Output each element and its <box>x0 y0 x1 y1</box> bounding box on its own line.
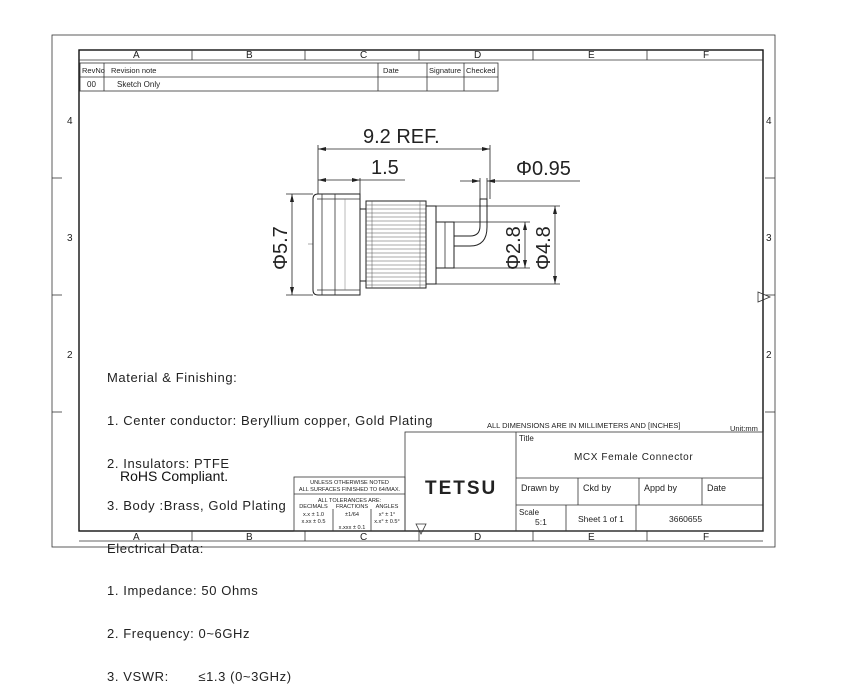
dim-inner-dia: Φ2.8 <box>503 226 525 270</box>
tol-line2: ALL SURFACES FINISHED TO 64/MAX. <box>299 487 401 493</box>
tol-line3: ALL TOLERANCES ARE: <box>318 498 382 504</box>
dimension-lines <box>286 145 580 296</box>
step-body <box>425 205 437 285</box>
tol-ang2: x.x° ± 0.5° <box>374 519 400 525</box>
row-label-3-right: 3 <box>766 233 772 244</box>
appd-by-label: Appd by <box>644 483 678 493</box>
col-label-f: F <box>703 50 709 61</box>
col-label-b-bottom: B <box>246 532 253 543</box>
knurled-body <box>365 200 427 289</box>
tol-dec3: x.xxx ± 0.1 <box>339 525 366 531</box>
sheet-count: Sheet 1 of 1 <box>578 514 624 524</box>
col-label-c-bottom: C <box>360 532 367 543</box>
rev-header-checked: Checked <box>466 66 496 75</box>
col-label-b: B <box>246 50 253 61</box>
title-block: ALL DIMENSIONS ARE IN MILLIMETERS AND [I… <box>404 421 764 532</box>
rev-header-date: Date <box>383 66 399 75</box>
scale-label: Scale <box>519 508 540 517</box>
row-label-4-right: 4 <box>766 116 772 127</box>
row-label-2: 2 <box>67 350 73 361</box>
column-labels-top: A B C D E F <box>133 50 709 61</box>
drawn-by-label: Drawn by <box>521 483 560 493</box>
drawing-title: MCX Female Connector <box>574 452 693 463</box>
tol-dec1: x.x ± 1.0 <box>303 512 324 518</box>
unit-label: Unit:mm <box>730 424 758 433</box>
row-label-4: 4 <box>67 116 73 127</box>
note-line: 2. Insulators: PTFE <box>107 455 230 471</box>
ckd-by-label: Ckd by <box>583 483 612 493</box>
tol-col-fractions: FRACTIONS <box>336 504 369 510</box>
knurl-lines <box>366 201 426 288</box>
title-label: Title <box>519 434 534 443</box>
connector-neck <box>359 208 367 282</box>
company-logo: TETSU <box>425 478 497 499</box>
dim-overall: 9.2 REF. <box>363 126 440 148</box>
tol-line1: UNLESS OTHERWISE NOTED <box>310 480 389 486</box>
note-line: 1. Center conductor: Beryllium copper, G… <box>107 413 434 428</box>
column-labels-bottom: A B C D E F <box>133 532 709 543</box>
note-line: 3. VSWR: ≤1.3 (0~3GHz) <box>107 668 292 684</box>
units-note: ALL DIMENSIONS ARE IN MILLIMETERS AND [I… <box>487 421 681 430</box>
col-label-d-bottom: D <box>474 532 481 543</box>
revision-table: RevNo Revision note Date Signature Check… <box>79 62 499 92</box>
connector-part <box>308 193 488 296</box>
dim-outer-dia: Φ4.8 <box>533 226 555 270</box>
dim-pin-dia: Φ0.95 <box>516 158 571 180</box>
note-line: 2. Frequency: 0~6GHz <box>107 625 251 641</box>
tol-frac: ±1/64 <box>345 512 359 518</box>
part-number: 3660655 <box>669 514 702 524</box>
outer-border <box>51 34 776 548</box>
dimension-labels: 9.2 REF. 1.5 Φ0.95 Φ5.7 Φ2.8 Φ4.8 <box>270 126 571 270</box>
material-notes: Material & Finishing: 1. Center conducto… <box>107 343 433 698</box>
dim-head-length: 1.5 <box>371 157 399 179</box>
col-label-a: A <box>133 50 140 61</box>
tol-col-decimals: DECIMALS <box>299 504 328 510</box>
note-line: Electrical Data: <box>107 540 205 556</box>
drawing-sheet: A B C D E F A B C D E F 4 3 2 4 3 2 RevN… <box>51 34 776 548</box>
row-labels: 4 3 2 4 3 2 <box>67 116 772 361</box>
row-label-2-right: 2 <box>766 350 772 361</box>
rev-header-revno: RevNo <box>82 66 105 75</box>
col-label-d: D <box>474 50 481 61</box>
col-label-c: C <box>360 50 367 61</box>
scale-value: 5:1 <box>535 517 547 527</box>
rev-row-revno: 00 <box>87 80 96 89</box>
rev-header-note: Revision note <box>111 66 156 75</box>
row-label-3: 3 <box>67 233 73 244</box>
col-label-e: E <box>588 50 595 61</box>
col-label-e-bottom: E <box>588 532 595 543</box>
date-label: Date <box>707 483 726 493</box>
connector-head <box>312 193 361 296</box>
dim-body-dia: Φ5.7 <box>270 226 292 270</box>
center-mark-right <box>757 291 772 303</box>
note-line: 1. Impedance: 50 Ohms <box>107 583 259 599</box>
tol-col-angles: ANGLES <box>376 504 399 510</box>
col-label-a-bottom: A <box>133 532 140 543</box>
rev-row-note: Sketch Only <box>117 80 160 89</box>
tol-ang1: x° ± 1° <box>379 512 396 518</box>
dimension-arrows <box>290 147 557 295</box>
note-line: 3. Body :Brass, Gold Plating <box>107 498 287 514</box>
col-label-f-bottom: F <box>703 532 709 543</box>
note-line: Material & Finishing: <box>107 370 238 386</box>
tol-dec2: x.xx ± 0.5 <box>302 519 326 525</box>
rev-header-signature: Signature <box>429 66 461 75</box>
zone-dividers <box>52 50 775 542</box>
center-mark-bottom <box>415 523 427 535</box>
rohs-note: RoHS Compliant. <box>120 468 229 484</box>
